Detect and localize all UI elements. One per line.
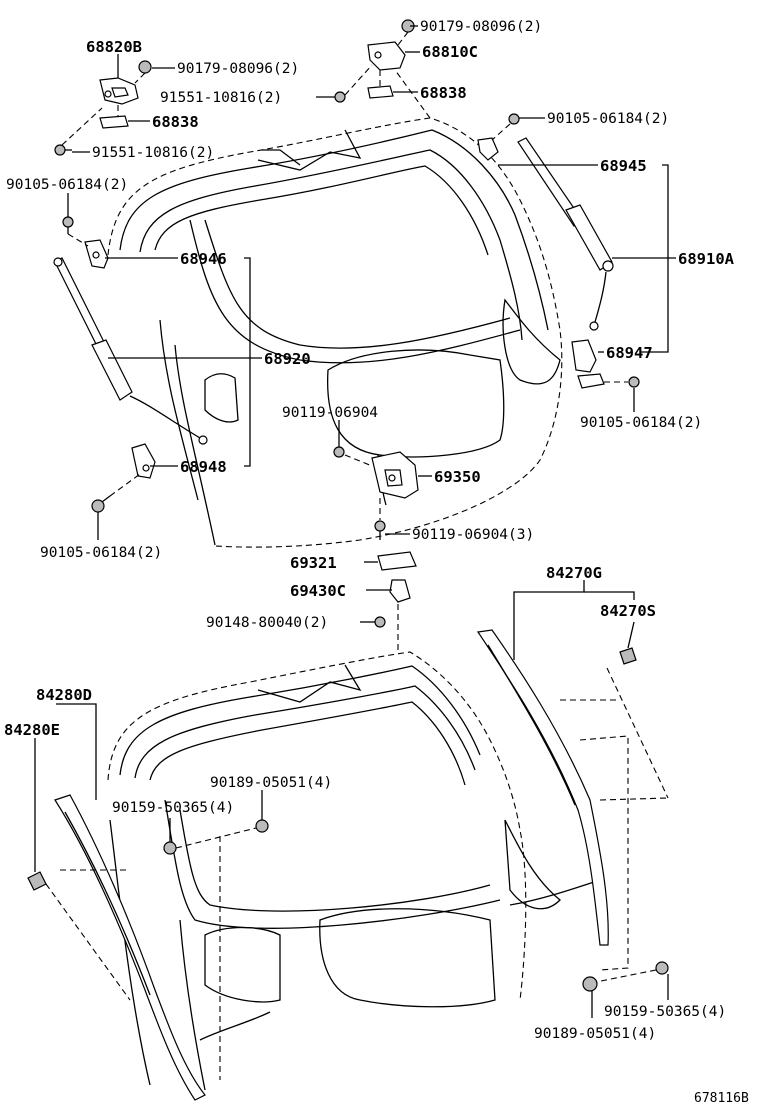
label-90105-mr: 90105-06184(2): [580, 415, 702, 431]
bracket-68947: [571, 339, 597, 373]
bolt-90119-a: [333, 446, 345, 458]
clip-84270S: [619, 647, 637, 665]
label-90159-a: 90159-50365(4): [112, 800, 234, 816]
hinge-68820B: [99, 77, 139, 105]
label-69430C: 69430C: [290, 582, 346, 600]
gas-strut-68910A: [517, 137, 614, 331]
label-90148: 90148-80040(2): [206, 615, 328, 631]
bolt-91551-right: [334, 91, 346, 103]
label-68838-left: 68838: [152, 113, 199, 131]
lock-assembly-69350: [371, 451, 419, 499]
label-68920: 68920: [264, 350, 311, 368]
nut-90189-b: [582, 976, 598, 992]
shim-68838-right: [367, 85, 394, 99]
label-90119-b: 90119-06904(3): [412, 527, 534, 543]
label-68810C: 68810C: [422, 43, 478, 61]
label-90179-top: 90179-08096(2): [420, 19, 542, 35]
label-90119-a: 90119-06904: [282, 405, 378, 421]
label-84270G: 84270G: [546, 564, 602, 582]
bolt-90119-b: [374, 520, 386, 540]
bracket-68945: [477, 137, 499, 161]
bolt-90105-bl: [91, 495, 111, 513]
label-90105-bl: 90105-06184(2): [40, 545, 162, 561]
label-68945: 68945: [600, 157, 647, 175]
screw-90148: [374, 616, 386, 628]
plate-90105-mr: [577, 373, 640, 389]
lower-back-door-outline: [107, 651, 601, 1091]
strip-84270G: [476, 629, 609, 946]
label-90105-tr: 90105-06184(2): [547, 111, 669, 127]
bolt-90105-tr: [508, 113, 520, 125]
label-69350: 69350: [434, 468, 481, 486]
label-84270S: 84270S: [600, 602, 656, 620]
label-90159-b: 90159-50365(4): [604, 1004, 726, 1020]
label-68820B: 68820B: [86, 38, 142, 56]
shim-68838-left: [99, 115, 129, 129]
strip-84280D: [54, 794, 206, 1101]
hinge-68810C: [367, 41, 406, 71]
nut-90189-a: [255, 819, 269, 833]
label-90105-tl: 90105-06184(2): [6, 177, 128, 193]
label-90189-b: 90189-05051(4): [534, 1026, 656, 1042]
upper-back-door-outline: [107, 117, 563, 548]
clip-84280E: [27, 871, 47, 891]
striker-69430C: [389, 579, 411, 603]
label-68947: 68947: [606, 344, 653, 362]
label-68910A: 68910A: [678, 250, 735, 268]
label-68838-right: 68838: [420, 84, 467, 102]
label-68948: 68948: [180, 458, 227, 476]
nut-90179-left: [138, 60, 152, 74]
label-91551-b: 91551-10816(2): [92, 145, 214, 161]
label-91551-a: 91551-10816(2): [160, 90, 282, 106]
bracket-68948: [131, 443, 156, 479]
gas-strut-68920: [53, 257, 208, 445]
figure-reference: 678116B: [694, 1091, 749, 1106]
label-68946: 68946: [180, 250, 227, 268]
leader-lines: [34, 25, 676, 1018]
label-69321: 69321: [290, 554, 337, 572]
clip-90159-a: [163, 841, 177, 855]
label-84280E: 84280E: [4, 721, 60, 739]
label-84280D: 84280D: [36, 686, 92, 704]
bolt-91551-left: [54, 144, 72, 156]
clip-90159-b: [655, 961, 669, 975]
label-90179-left: 90179-08096(2): [177, 61, 299, 77]
bracket-68946: [84, 239, 109, 269]
cover-69321: [377, 551, 417, 571]
label-90189-a: 90189-05051(4): [210, 775, 332, 791]
bolt-90105-tl: [62, 216, 74, 234]
